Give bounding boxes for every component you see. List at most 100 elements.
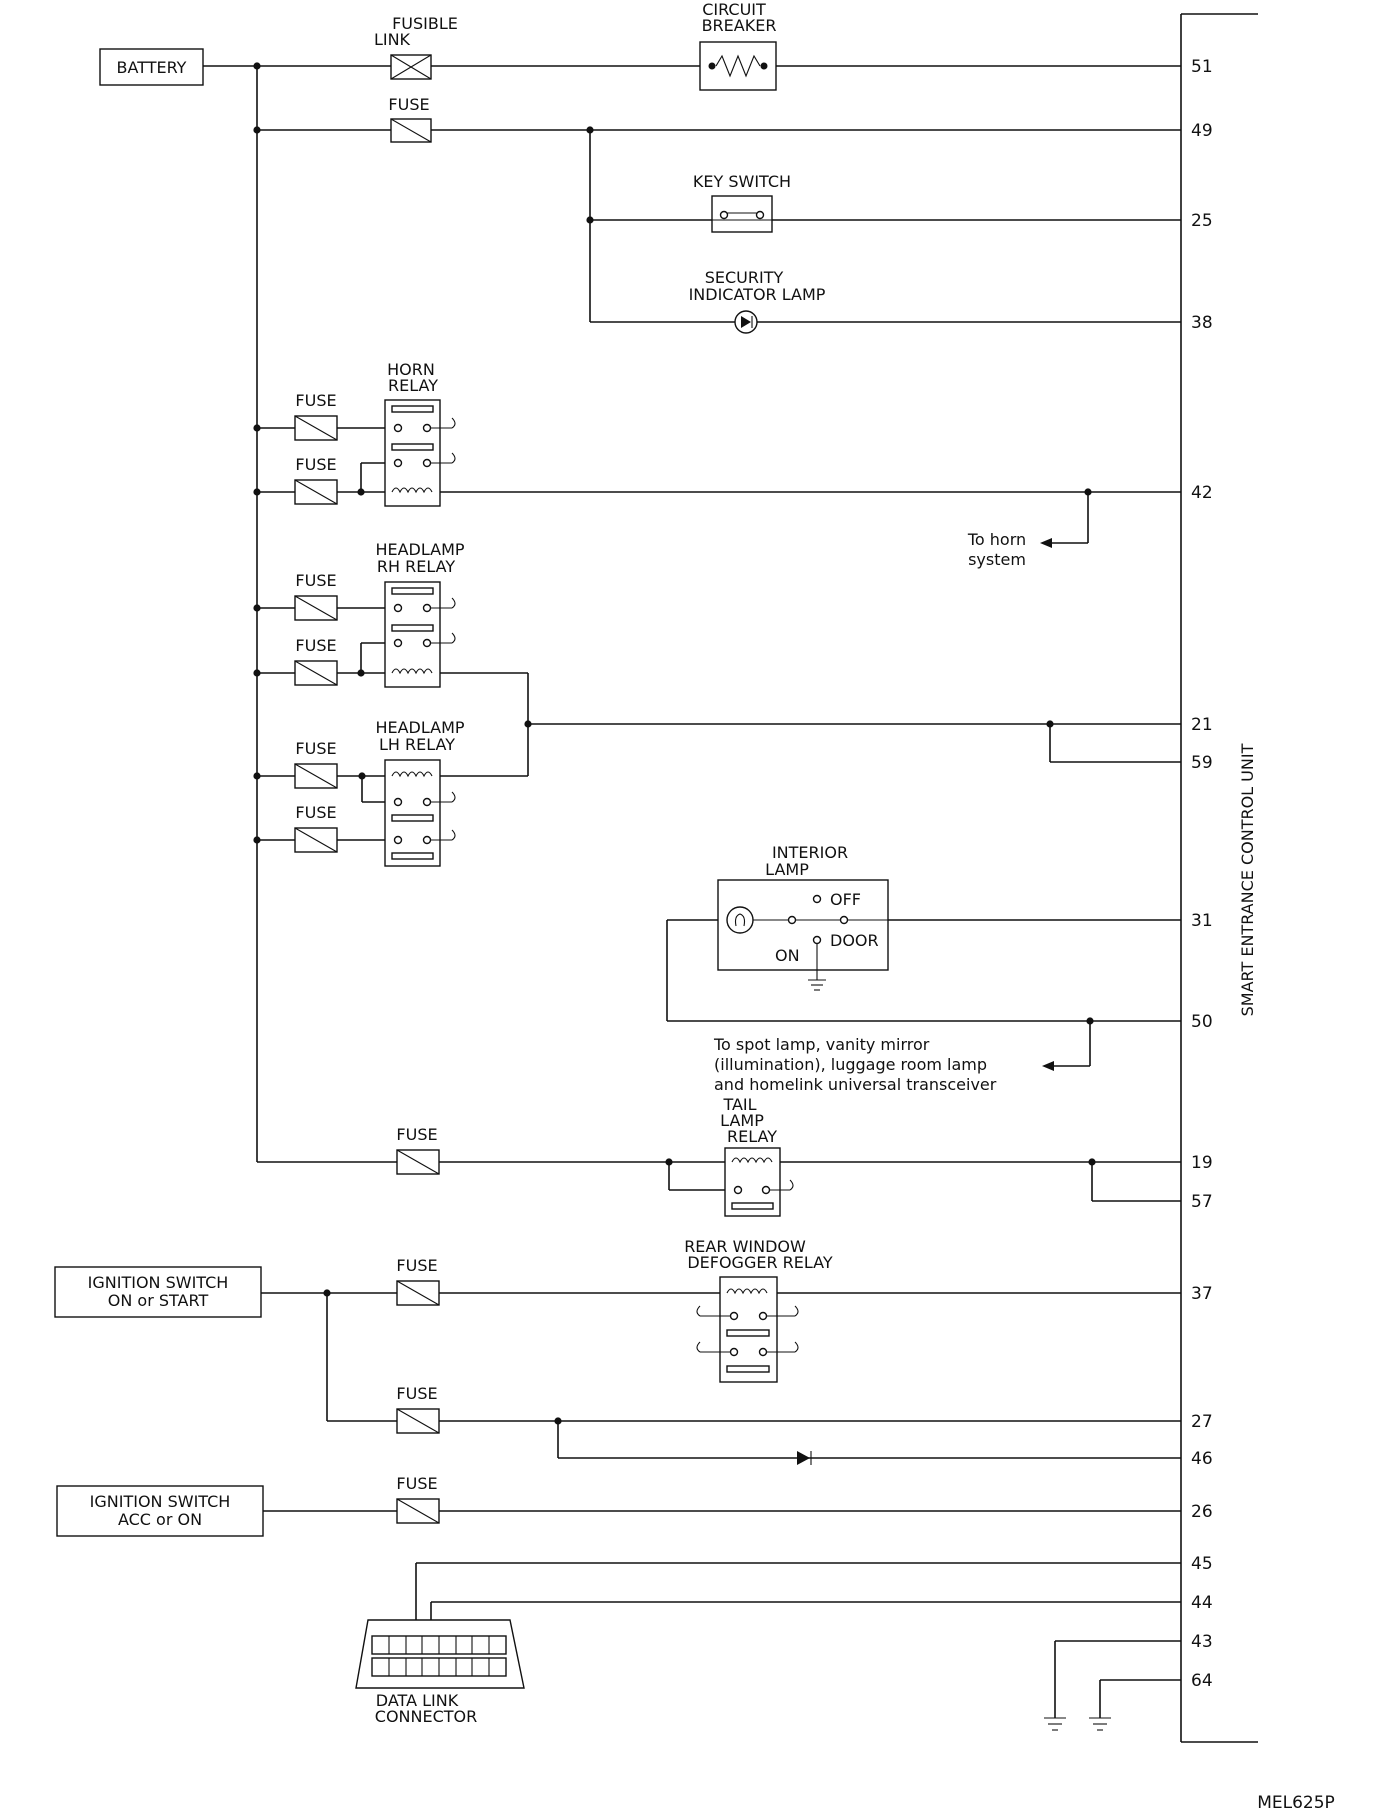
arrow-heads [1040, 538, 1054, 1071]
security-lamp-label-1: SECURITY [705, 268, 784, 287]
fuse-label: FUSE [388, 95, 429, 114]
fuse-label: FUSE [295, 739, 336, 758]
horn-arrow-icon [1040, 538, 1052, 548]
pin-label: 57 [1191, 1192, 1213, 1212]
fuse-tail-lamp: FUSE [396, 1125, 440, 1175]
fuse-horn-2: FUSE [294, 455, 338, 505]
data-link-connector: DATA LINK CONNECTOR [355, 1619, 525, 1726]
defogger-label-2: DEFOGGER RELAY [687, 1253, 833, 1272]
pin-label: 43 [1191, 1632, 1213, 1652]
interior-lamp-label-2: LAMP [765, 860, 809, 879]
pin-label: 44 [1191, 1593, 1213, 1613]
fuse-label: FUSE [396, 1474, 437, 1493]
interior-off-label: OFF [830, 890, 861, 909]
defogger-label-1: REAR WINDOW [684, 1237, 806, 1256]
wires [203, 65, 1181, 1718]
fuse-battery: FUSE [388, 95, 432, 143]
dlc-label-1: DATA LINK [376, 1691, 459, 1710]
fuse-label: FUSE [295, 571, 336, 590]
pin-label: 37 [1191, 1284, 1213, 1304]
tail-relay-label-3: RELAY [727, 1127, 777, 1146]
ign-on-start-line1: IGNITION SWITCH [88, 1273, 229, 1292]
fuse-horn-1: FUSE [294, 391, 338, 441]
circuit-breaker-label-2: BREAKER [702, 16, 777, 35]
ignition-acc-on-source: IGNITION SWITCH ACC or ON [56, 1485, 264, 1537]
pin-label: 46 [1191, 1449, 1213, 1469]
ground-icon [1089, 1717, 1111, 1731]
tail-relay-label-2: LAMP [720, 1111, 764, 1130]
pin-numbers: 51 49 25 38 42 21 59 31 50 19 57 37 27 4… [1191, 57, 1213, 1691]
pin-label: 64 [1191, 1671, 1213, 1691]
reference-code: MEL625P [1257, 1793, 1335, 1813]
ign-acc-on-line2: ACC or ON [118, 1510, 202, 1529]
pin-label: 31 [1191, 911, 1213, 931]
fuse-headlamp-rh-1: FUSE [294, 571, 338, 621]
headlamp-rh-label-2: RH RELAY [377, 557, 455, 576]
battery-label: BATTERY [117, 58, 187, 77]
spot-arrow-icon [1042, 1061, 1054, 1071]
fuse-ign-on-1: FUSE [396, 1256, 440, 1306]
ign-acc-on-line1: IGNITION SWITCH [90, 1492, 231, 1511]
fuse-label: FUSE [295, 636, 336, 655]
horn-relay: HORN RELAY [384, 360, 456, 507]
spot-note-line2: (illumination), luggage room lamp [714, 1055, 987, 1074]
fuse-label: FUSE [295, 455, 336, 474]
fuse-headlamp-lh-1: FUSE [294, 739, 338, 789]
pin-label: 26 [1191, 1502, 1213, 1522]
tail-lamp-relay: TAIL LAMP RELAY [720, 1095, 794, 1217]
pin-label: 49 [1191, 121, 1213, 141]
fusible-link-label-1: FUSIBLE [392, 14, 458, 33]
pin-label: 25 [1191, 211, 1213, 231]
pin-label: 38 [1191, 313, 1213, 333]
headlamp-lh-label-1: HEADLAMP [375, 718, 464, 737]
ground-icon [1044, 1717, 1066, 1731]
circuit-breaker-label-1: CIRCUIT [702, 0, 766, 19]
pin-label: 27 [1191, 1412, 1213, 1432]
horn-relay-label-2: RELAY [388, 376, 438, 395]
ign-on-start-line2: ON or START [108, 1291, 209, 1310]
horn-system-note: To horn system [967, 530, 1026, 569]
headlamp-lh-label-2: LH RELAY [379, 735, 455, 754]
fusible-link-label-2: LINK [374, 30, 411, 49]
interior-on-label: ON [775, 946, 800, 965]
pin-label: 21 [1191, 715, 1213, 735]
fusible-link: FUSIBLE LINK [374, 14, 458, 80]
fuse-label: FUSE [396, 1256, 437, 1275]
pin-label: 59 [1191, 753, 1213, 773]
control-unit-border [1180, 13, 1258, 1743]
interior-lamp-label-1: INTERIOR [772, 843, 848, 862]
horn-note-line2: system [968, 550, 1026, 569]
fuse-label: FUSE [295, 803, 336, 822]
spot-note-line1: To spot lamp, vanity mirror [713, 1035, 930, 1054]
pin-label: 19 [1191, 1153, 1213, 1173]
security-indicator-lamp: SECURITY INDICATOR LAMP [689, 268, 826, 334]
fuse-headlamp-rh-2: FUSE [294, 636, 338, 686]
battery-source: BATTERY [99, 48, 204, 86]
headlamp-rh-relay: HEADLAMP RH RELAY [375, 540, 465, 688]
pin-label: 42 [1191, 483, 1213, 503]
dlc-label-2: CONNECTOR [375, 1707, 477, 1726]
fuse-label: FUSE [396, 1384, 437, 1403]
security-lamp-label-2: INDICATOR LAMP [689, 285, 826, 304]
diode [797, 1451, 812, 1465]
rear-defogger-relay: REAR WINDOW DEFOGGER RELAY [684, 1237, 833, 1383]
fuse-ign-on-2: FUSE [396, 1384, 440, 1434]
interior-lamp: INTERIOR LAMP OFF DOOR ON [717, 843, 889, 991]
key-switch-label: KEY SWITCH [693, 172, 791, 191]
ignition-on-start-source: IGNITION SWITCH ON or START [54, 1266, 262, 1318]
junction-dots [253, 62, 1096, 1425]
horn-relay-label-1: HORN [387, 360, 435, 379]
headlamp-lh-relay: HEADLAMP LH RELAY [375, 718, 465, 867]
pin-label: 51 [1191, 57, 1213, 77]
headlamp-rh-label-1: HEADLAMP [375, 540, 464, 559]
fuse-ign-acc: FUSE [396, 1474, 440, 1524]
pin-label: 50 [1191, 1012, 1213, 1032]
circuit-breaker: CIRCUIT BREAKER [699, 0, 777, 91]
key-switch: KEY SWITCH [693, 172, 791, 233]
spot-lamp-note: To spot lamp, vanity mirror (illuminatio… [713, 1035, 997, 1094]
tail-relay-label-1: TAIL [722, 1095, 756, 1114]
fuse-headlamp-lh-2: FUSE [294, 803, 338, 853]
connector-pins [388, 1636, 490, 1676]
control-unit-label: SMART ENTRANCE CONTROL UNIT [1238, 743, 1257, 1016]
